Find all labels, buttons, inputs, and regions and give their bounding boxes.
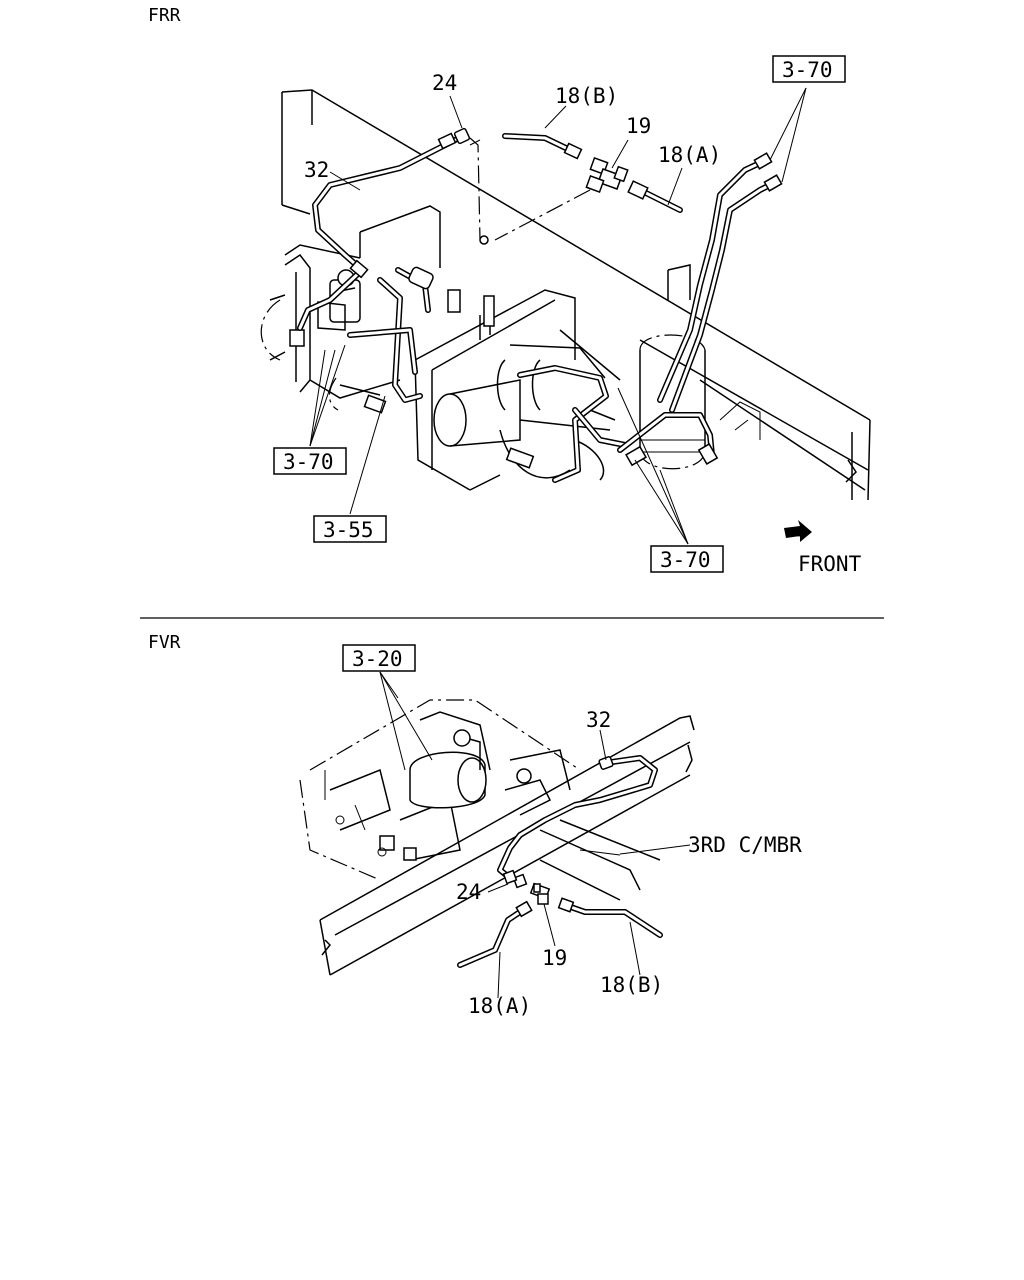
tee-fitting-19: [585, 157, 629, 193]
valve-pipes: [347, 266, 719, 483]
ref-box-370-left: [273, 447, 347, 475]
fvr-callout-19: 19: [542, 946, 567, 970]
fvr-mount-assembly: [299, 699, 581, 881]
callout-18b: 18(B): [555, 84, 618, 108]
callout-24: 24: [432, 71, 457, 95]
bottom-leaders: [379, 671, 691, 999]
member-label: 3RD C/MBR: [688, 833, 802, 857]
callout-32: 32: [304, 158, 329, 182]
fvr-fittings: [457, 869, 663, 968]
fvr-section: FVR: [148, 632, 802, 1018]
fvr-callout-32: 32: [586, 708, 611, 732]
section-title-fvr: FVR: [148, 632, 181, 653]
ref-370-top: 3-70: [782, 58, 833, 82]
fvr-callout-24: 24: [456, 880, 481, 904]
ref-box-370-bottom: [650, 545, 724, 573]
exploded-fittings: [453, 127, 683, 245]
ref-370-bottom: 3-70: [660, 548, 711, 572]
ref-box-370-top: [772, 55, 846, 83]
center-actuator: [433, 289, 616, 481]
ref-355: 3-55: [323, 518, 374, 542]
ref-box-320: [342, 644, 416, 672]
front-label: FRONT: [798, 552, 862, 576]
frame-rail: [281, 89, 871, 501]
frr-section: FRR: [148, 5, 871, 576]
fvr-tee-fitting-19: [529, 882, 551, 905]
right-pipes: [657, 152, 783, 413]
callout-18a: 18(A): [658, 143, 721, 167]
ref-320: 3-20: [352, 647, 403, 671]
ref-box-355: [313, 515, 387, 543]
section-title-frr: FRR: [148, 5, 181, 26]
fvr-callout-18a: 18(A): [468, 994, 531, 1018]
top-leaders: [309, 87, 807, 545]
callout-19: 19: [626, 114, 651, 138]
front-arrow-icon: [784, 520, 812, 542]
fvr-pipe-32: [497, 755, 658, 881]
fvr-frame-rail: [319, 715, 695, 976]
ref-370-left: 3-70: [283, 450, 334, 474]
fvr-callout-18b: 18(B): [600, 973, 663, 997]
pipe-32: [297, 132, 458, 331]
